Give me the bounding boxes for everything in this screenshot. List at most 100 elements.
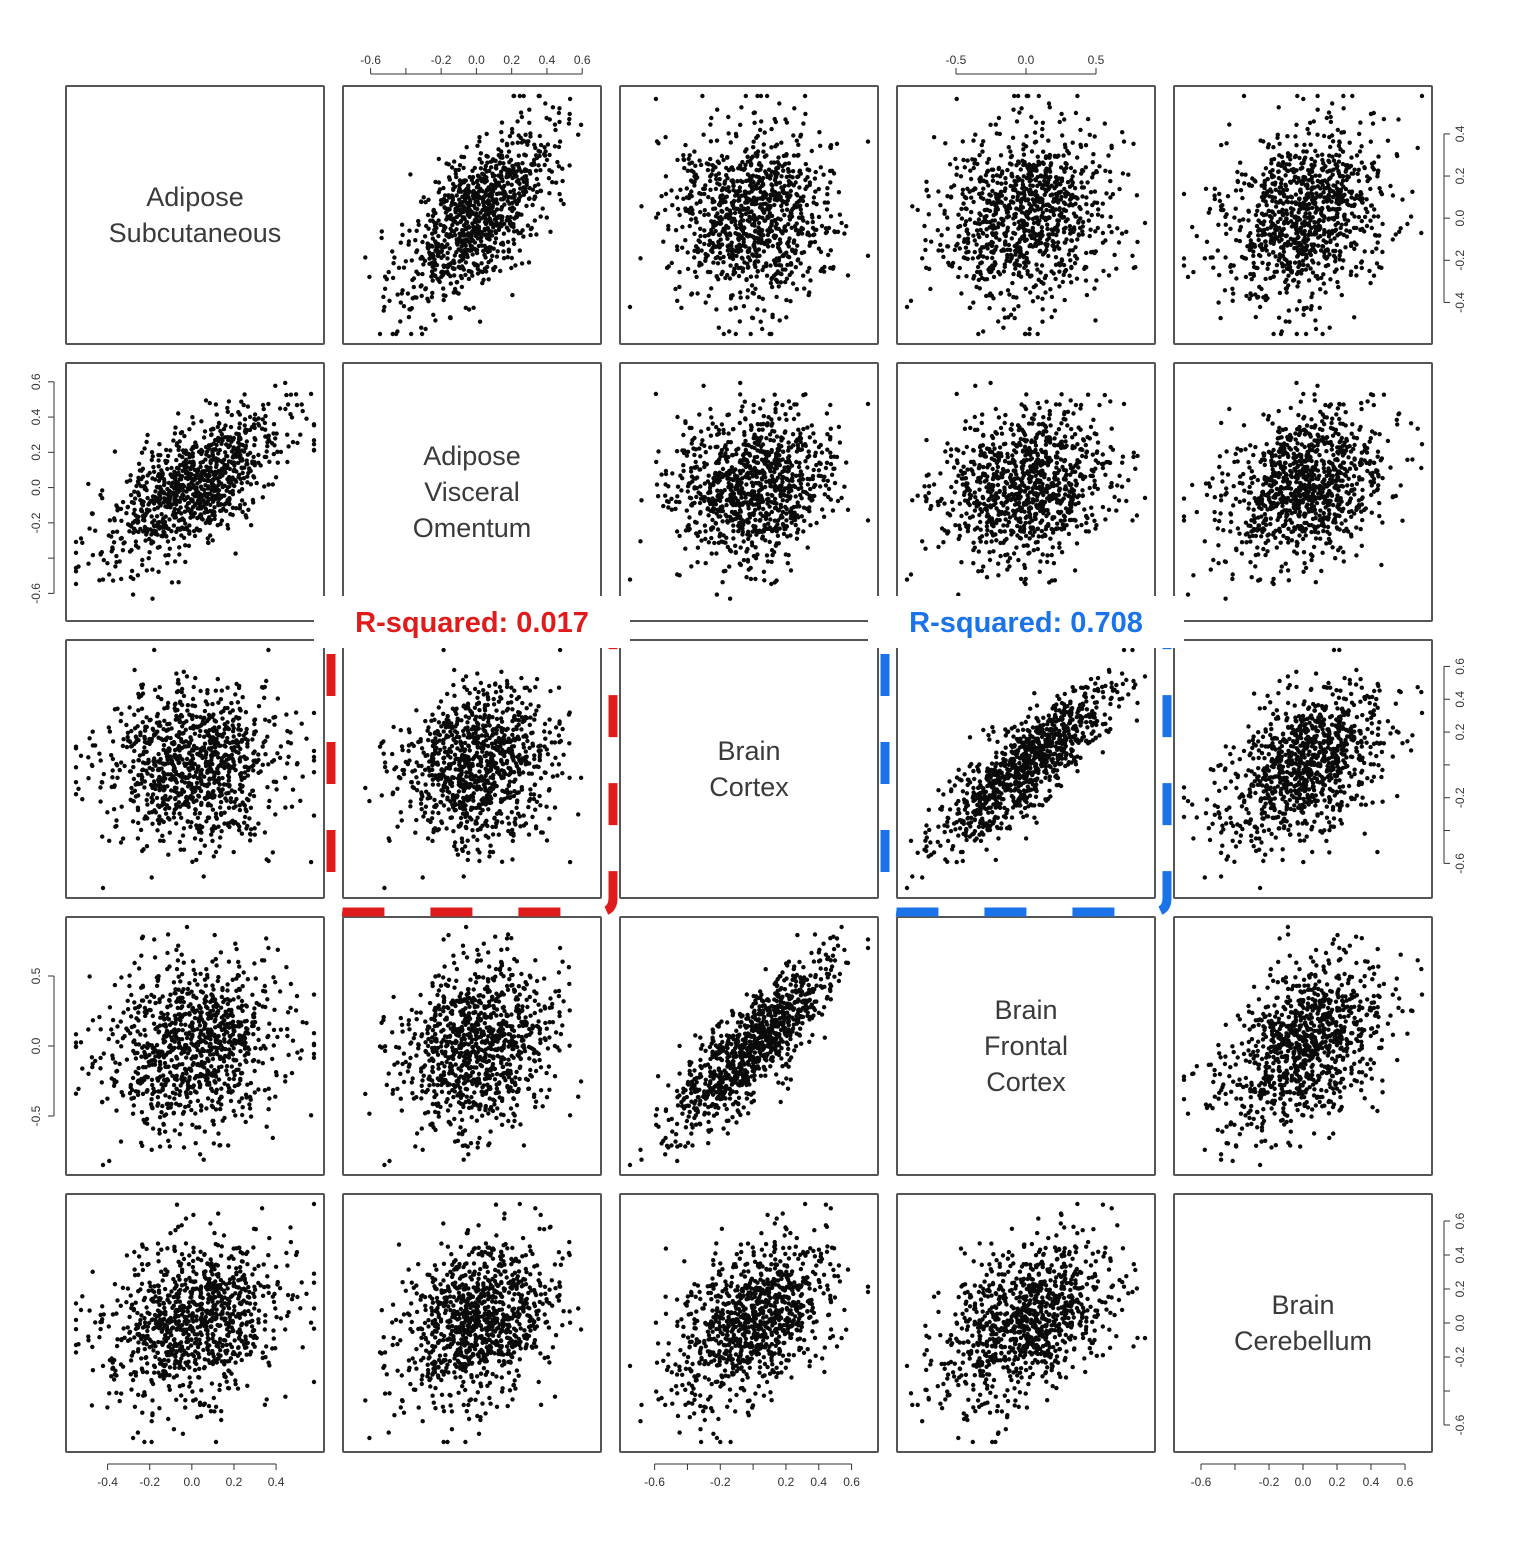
data-point	[981, 220, 985, 224]
data-point	[494, 166, 498, 170]
data-point	[992, 275, 996, 279]
data-point	[711, 241, 715, 245]
data-point	[803, 94, 807, 98]
data-point	[1037, 218, 1041, 222]
data-point	[1297, 197, 1301, 201]
variable-label: Adipose	[146, 182, 244, 212]
data-point	[1332, 158, 1336, 162]
data-point	[521, 234, 525, 238]
data-point	[702, 213, 706, 217]
data-point	[740, 180, 744, 184]
data-point	[445, 242, 449, 246]
data-point	[1329, 115, 1333, 119]
data-point	[688, 153, 692, 157]
data-point	[1310, 166, 1314, 170]
data-point	[407, 229, 411, 233]
data-point	[1023, 198, 1027, 202]
data-point	[968, 306, 972, 310]
data-point	[787, 161, 791, 165]
data-point	[1003, 189, 1007, 193]
data-point	[1015, 258, 1019, 262]
data-point	[1216, 300, 1220, 304]
data-point	[697, 263, 701, 267]
data-point	[798, 229, 802, 233]
data-point	[502, 256, 506, 260]
data-point	[1007, 203, 1011, 207]
data-point	[1315, 133, 1319, 137]
data-point	[1391, 193, 1395, 197]
data-point	[703, 183, 707, 187]
data-point	[495, 201, 499, 205]
data-point	[517, 154, 521, 158]
data-point	[1303, 248, 1307, 252]
data-point	[817, 215, 821, 219]
data-point	[738, 319, 742, 323]
data-point	[1331, 207, 1335, 211]
data-point	[1289, 219, 1293, 223]
data-point	[772, 234, 776, 238]
data-point	[1329, 200, 1333, 204]
data-point	[1218, 199, 1222, 203]
data-point	[1290, 224, 1294, 228]
data-point	[442, 238, 446, 242]
data-point	[828, 145, 832, 149]
data-point	[1004, 259, 1008, 263]
data-point	[1124, 230, 1128, 234]
data-point	[1084, 278, 1088, 282]
data-point	[779, 263, 783, 267]
data-point	[955, 242, 959, 246]
data-point	[991, 296, 995, 300]
data-point	[527, 260, 531, 264]
data-point	[991, 174, 995, 178]
data-point	[1260, 212, 1264, 216]
data-point	[743, 149, 747, 153]
data-point	[732, 269, 736, 273]
data-point	[948, 162, 952, 166]
data-point	[426, 213, 430, 217]
data-point	[1038, 270, 1042, 274]
data-point	[447, 195, 451, 199]
data-point	[1257, 238, 1261, 242]
data-point	[777, 191, 781, 195]
data-point	[1053, 154, 1057, 158]
data-point	[1075, 94, 1079, 98]
data-point	[1227, 122, 1231, 126]
data-point	[942, 212, 946, 216]
data-point	[999, 182, 1003, 186]
data-point	[785, 241, 789, 245]
data-point	[703, 259, 707, 263]
data-point	[1223, 288, 1227, 292]
data-point	[749, 275, 753, 279]
data-point	[1044, 208, 1048, 212]
data-point	[1297, 156, 1301, 160]
data-point	[406, 291, 410, 295]
data-point	[515, 179, 519, 183]
data-point	[639, 204, 643, 208]
data-point	[1084, 195, 1088, 199]
data-point	[1135, 240, 1139, 244]
data-point	[1057, 284, 1061, 288]
data-point	[1336, 128, 1340, 132]
data-point	[528, 134, 532, 138]
data-point	[560, 179, 564, 183]
data-point	[790, 175, 794, 179]
data-point	[471, 175, 475, 179]
data-point	[1344, 170, 1348, 174]
data-point	[435, 263, 439, 267]
data-point	[1043, 169, 1047, 173]
data-point	[404, 259, 408, 263]
data-point	[786, 222, 790, 226]
data-point	[1051, 232, 1055, 236]
data-point	[659, 194, 663, 198]
data-point	[628, 305, 632, 309]
data-point	[945, 194, 949, 198]
data-point	[916, 208, 920, 212]
data-point	[1021, 163, 1025, 167]
data-point	[1036, 207, 1040, 211]
data-point	[788, 262, 792, 266]
data-point	[1317, 174, 1321, 178]
data-point	[792, 241, 796, 245]
data-point	[994, 207, 998, 211]
data-point	[738, 123, 742, 127]
data-point	[743, 201, 747, 205]
